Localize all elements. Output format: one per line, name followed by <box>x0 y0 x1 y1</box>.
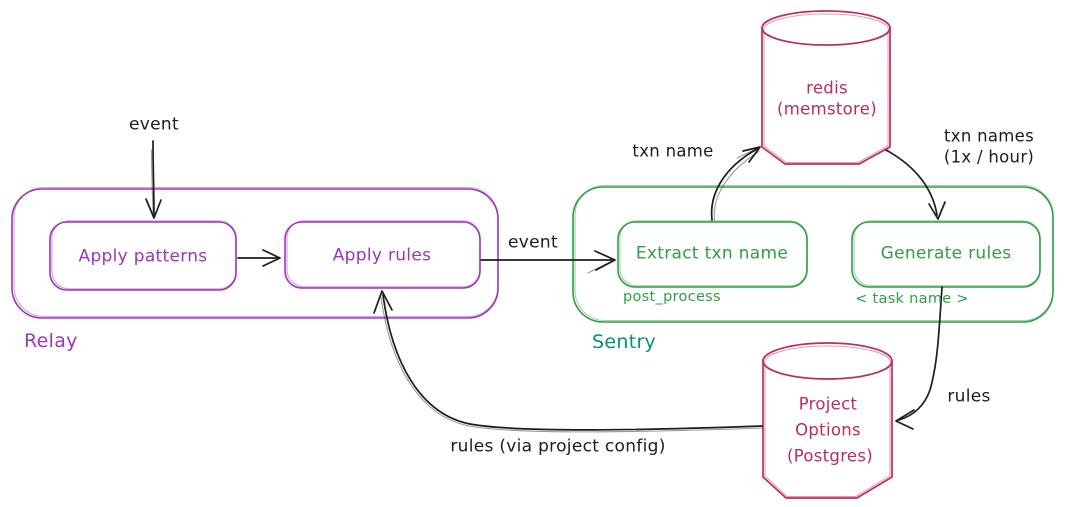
edge-label-event-mid: event <box>508 232 558 253</box>
apply-patterns-label: Apply patterns <box>78 246 208 267</box>
redis-cylinder <box>761 10 891 165</box>
task-name-label: < task name > <box>855 290 969 307</box>
post-process-label: post_process <box>623 288 721 305</box>
project-options-cylinder <box>762 342 893 499</box>
arrow-rules-to-postgres <box>895 286 943 430</box>
edge-label-txn-name: txn name <box>632 141 714 161</box>
arrow-txn-names <box>885 149 946 220</box>
sentry-title: Sentry <box>592 331 657 354</box>
generate-rules-box <box>851 220 1041 288</box>
edge-label-txn-names-1: txn names <box>943 126 1035 146</box>
edge-label-rules: rules <box>947 386 991 407</box>
apply-rules-label: Apply rules <box>332 245 432 266</box>
relay-title: Relay <box>24 330 78 353</box>
apply-patterns-box <box>49 220 237 291</box>
relay-container <box>11 186 499 319</box>
arrow-event-top <box>145 140 162 219</box>
arrow-event-mid <box>480 250 616 274</box>
edge-label-event-top: event <box>129 114 179 135</box>
arrow-patterns-to-rules <box>237 249 281 267</box>
arrow-txn-name <box>710 146 761 221</box>
apply-rules-box <box>284 220 481 289</box>
arrow-rules-via-config <box>373 290 763 433</box>
project-options-line1: Project <box>798 394 858 414</box>
generate-rules-label: Generate rules <box>880 243 1012 264</box>
project-options-line3: (Postgres) <box>786 446 874 466</box>
redis-label-line1: redis <box>806 78 848 98</box>
extract-txn-name-label: Extract txn name <box>635 243 789 264</box>
extract-txn-name-box <box>617 220 808 288</box>
edge-label-txn-names-2: (1x / hour) <box>943 147 1035 167</box>
sentry-container <box>572 184 1054 323</box>
edge-label-rules-via: rules (via project config) <box>450 436 666 457</box>
project-options-line2: Options <box>795 420 861 440</box>
redis-label-line2: (memstore) <box>777 99 877 119</box>
